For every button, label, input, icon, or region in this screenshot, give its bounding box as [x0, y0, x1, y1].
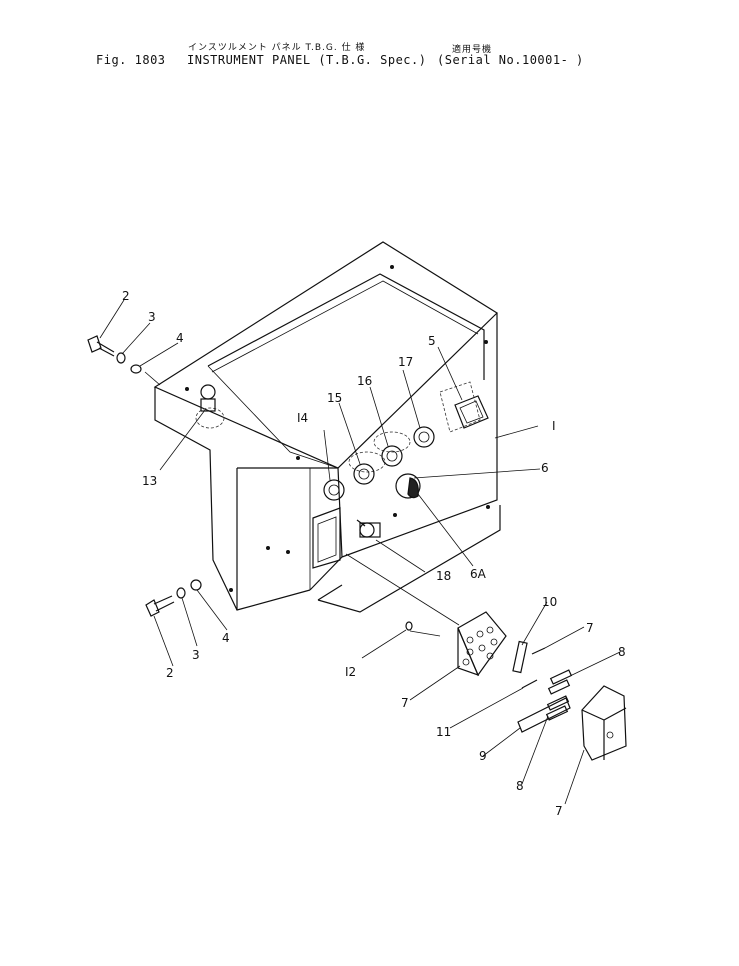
callout-6a: 6A	[470, 567, 487, 581]
serial-range: (Serial No.10001- )	[437, 53, 584, 67]
callout-6: 6	[541, 461, 549, 475]
figure-number: Fig. 1803	[96, 53, 166, 67]
callout-3-top: 3	[148, 310, 156, 324]
callout-labels: 2 3 4 5 17 16 15 I4 I 6 13 6A 18 10 7 4 …	[122, 289, 626, 818]
pilot-lamps	[323, 426, 435, 501]
callout-2-bottom: 2	[166, 666, 174, 680]
callout-1: I	[552, 419, 556, 433]
fuse-cover	[581, 685, 627, 761]
fuses	[545, 669, 573, 721]
callout-10: 10	[542, 595, 557, 609]
callout-16: 16	[357, 374, 372, 388]
callout-2-top: 2	[122, 289, 130, 303]
callout-18: 18	[436, 569, 451, 583]
panel-body	[153, 241, 501, 613]
callout-4-top: 4	[176, 331, 184, 345]
light-bulb-13	[200, 384, 216, 412]
callout-8-bottom: 8	[516, 779, 524, 793]
diagram-title: INSTRUMENT PANEL (T.B.G. Spec.)	[187, 53, 427, 67]
bolt-group-bottom	[145, 579, 202, 617]
callout-3-bottom: 3	[192, 648, 200, 662]
japanese-title: インスツルメント パネル T.B.G. 仕 様	[188, 43, 366, 53]
fuse-box	[405, 611, 627, 761]
callout-7-right: 7	[586, 621, 594, 635]
leader-lines	[99, 299, 621, 805]
callout-4-bottom: 4	[222, 631, 230, 645]
callout-9: 9	[479, 749, 487, 763]
starter-switch	[395, 473, 421, 499]
japanese-serial-label: 適用号機	[452, 45, 493, 55]
toggle-switch	[356, 519, 381, 538]
callout-13: 13	[142, 474, 157, 488]
callout-8-top: 8	[618, 645, 626, 659]
callout-11: 11	[436, 725, 451, 739]
callout-5: 5	[428, 334, 436, 348]
callout-7-bottom: 7	[555, 804, 563, 818]
callout-7-left: 7	[401, 696, 409, 710]
bolt-group-top	[87, 335, 142, 374]
callout-12: I2	[345, 665, 356, 679]
callout-17: 17	[398, 355, 413, 369]
callout-14: I4	[297, 411, 308, 425]
connector	[454, 395, 489, 429]
callout-15: 15	[327, 391, 342, 405]
